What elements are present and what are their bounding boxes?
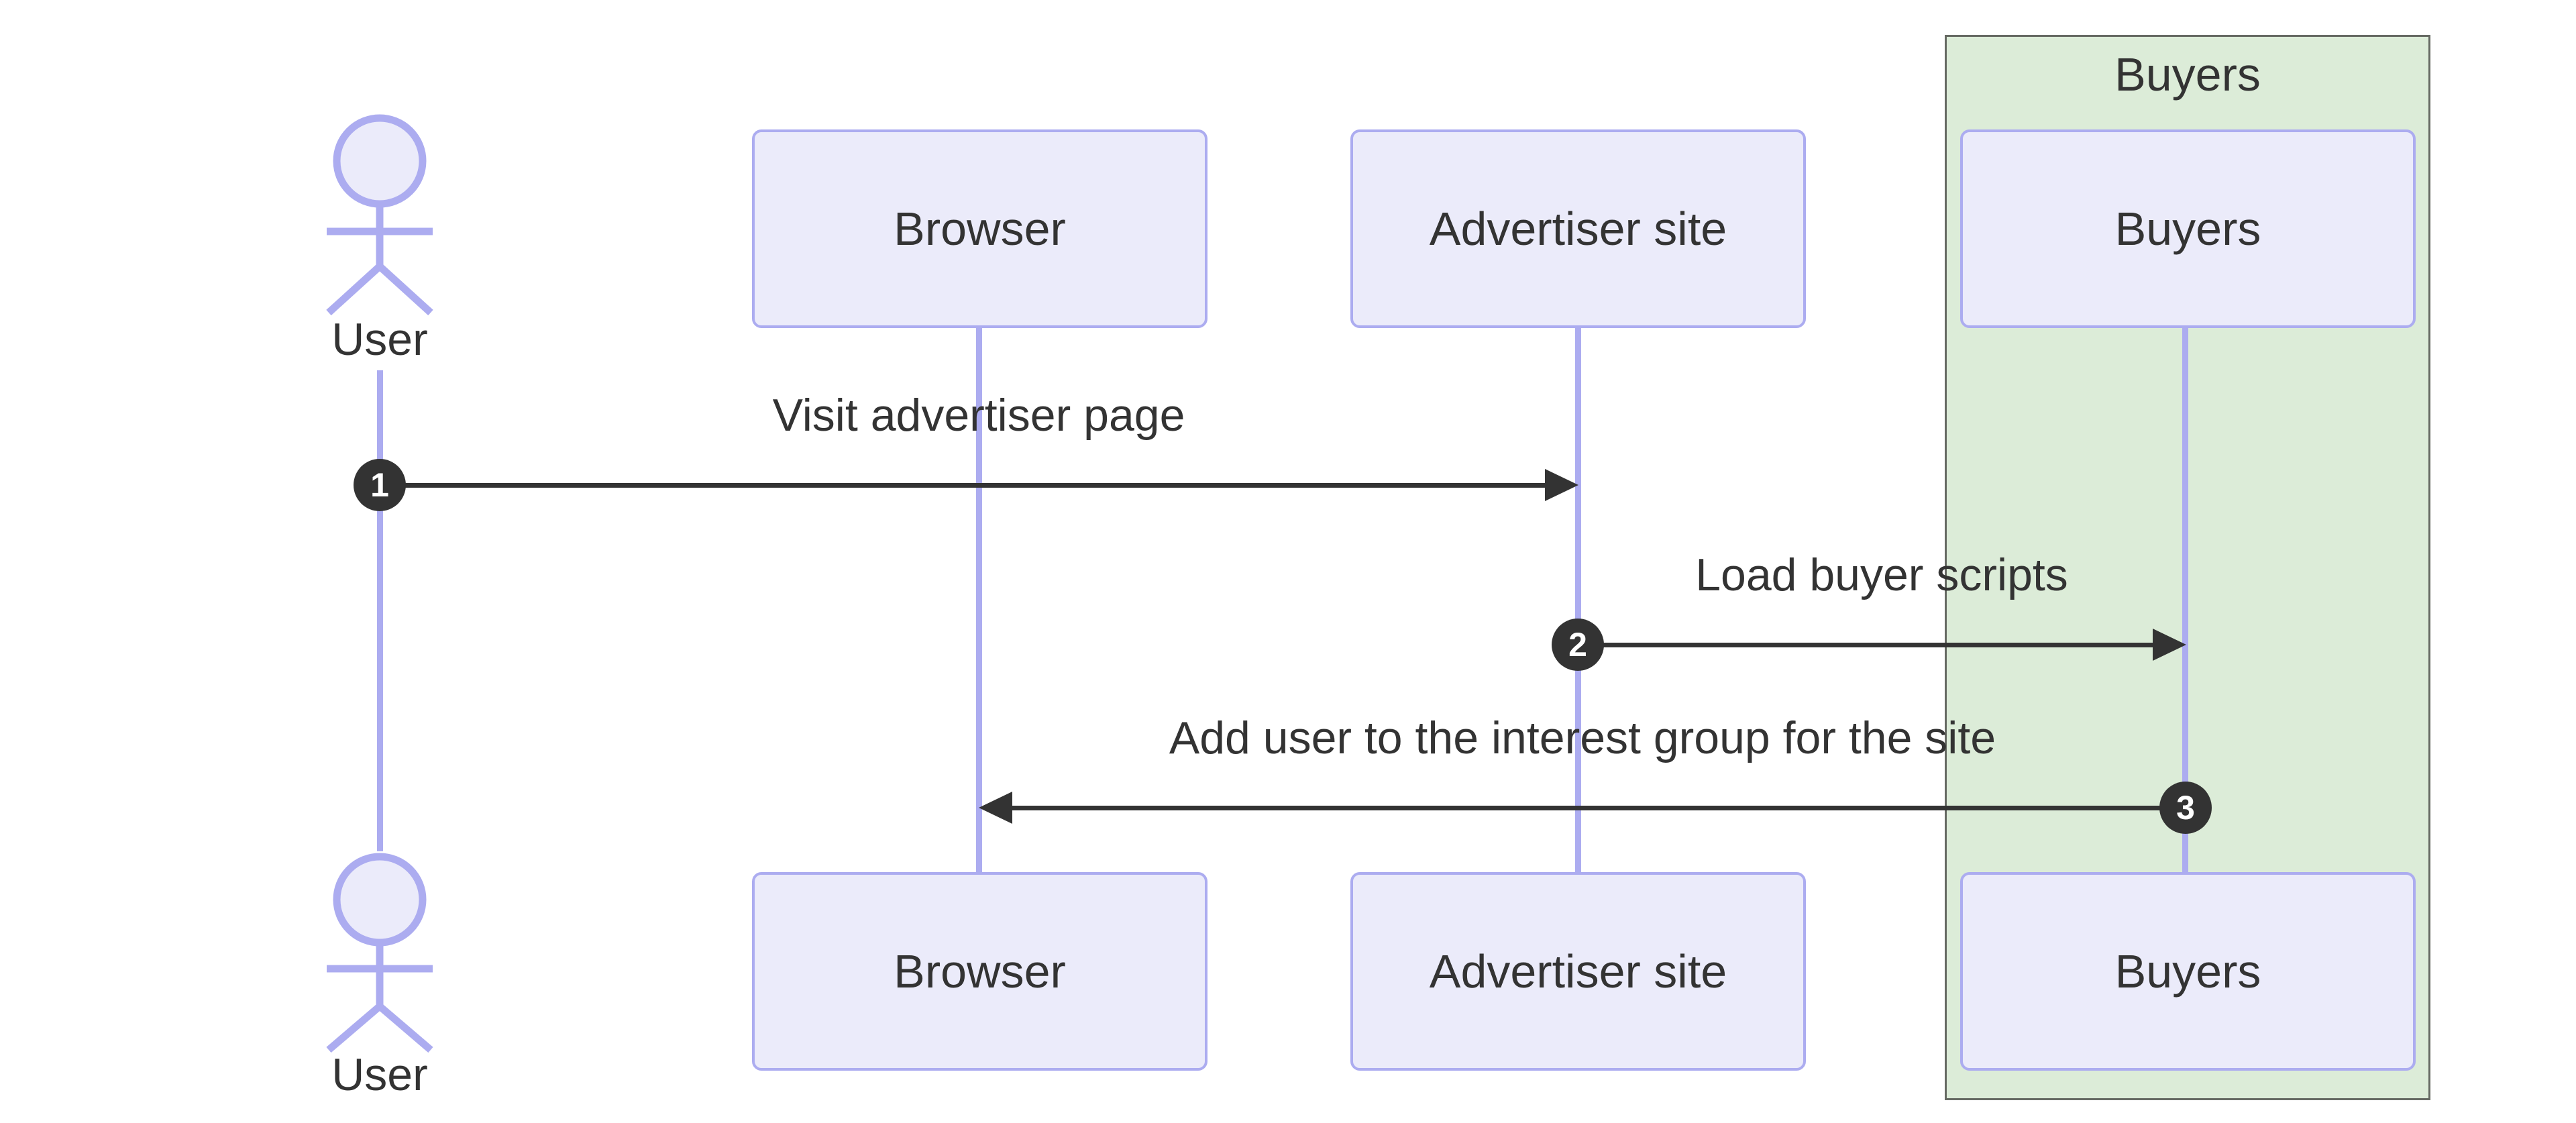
message-number-badge-1: 1 (354, 459, 406, 511)
lifeline-advertiser-site (1575, 328, 1581, 872)
message-line-2 (1580, 643, 2155, 647)
arrowhead-right-icon (2153, 629, 2186, 661)
message-label-2: Load buyer scripts (1695, 549, 2068, 600)
participant-box-advertiser-site-top: Advertiser site (1350, 129, 1806, 328)
message-line-3 (1010, 806, 2186, 810)
message-line-1 (382, 483, 1547, 488)
participant-box-advertiser-site-bottom: Advertiser site (1350, 872, 1806, 1071)
message-number-badge-2: 2 (1552, 619, 1604, 671)
participant-box-buyers-bottom: Buyers (1960, 872, 2416, 1071)
arrowhead-right-icon (1545, 469, 1578, 501)
lifeline-buyers (2182, 328, 2188, 872)
actor-label-user-bottom: User (331, 1049, 428, 1100)
lifeline-user (377, 370, 383, 851)
actor-icon (326, 853, 433, 1053)
arrowhead-left-icon (979, 792, 1012, 824)
message-number-badge-3: 3 (2159, 782, 2212, 834)
actor-label-user-top: User (331, 314, 428, 365)
message-label-1: Visit advertiser page (772, 390, 1185, 441)
participant-box-buyers-top: Buyers (1960, 129, 2416, 328)
participant-box-browser-bottom: Browser (752, 872, 1208, 1071)
buyers-group-title: Buyers (2114, 48, 2261, 101)
actor-icon (326, 114, 433, 316)
lifeline-browser (976, 328, 982, 872)
participant-box-browser-top: Browser (752, 129, 1208, 328)
message-label-3: Add user to the interest group for the s… (1169, 712, 1996, 763)
